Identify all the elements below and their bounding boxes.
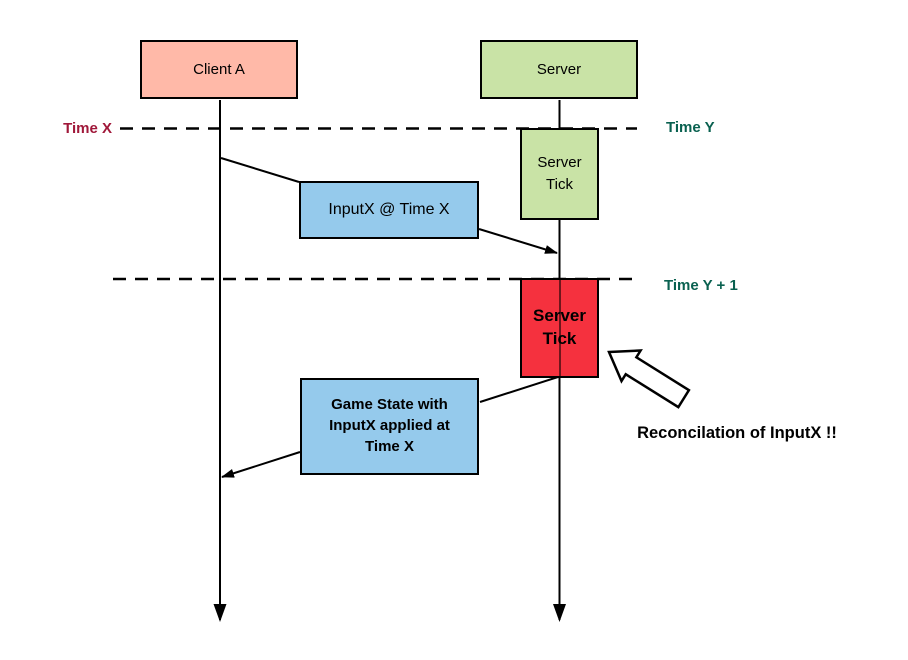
client-to-input-connector	[220, 157, 300, 183]
server-tick-box-time-y: Server Tick	[520, 128, 599, 220]
reconciliation-annotation: Reconcilation of InputX !!	[637, 424, 837, 442]
server-actor-box: Server	[480, 40, 638, 99]
time-y-plus-1-label: Time Y + 1	[664, 277, 738, 294]
servertick-to-gamestate-connector	[479, 376, 559, 403]
server-tick-label: Server Tick	[533, 306, 586, 348]
time-y-label: Time Y	[666, 119, 715, 136]
time-x-label: Time X	[63, 120, 112, 137]
gamestate-to-client-arrow	[221, 451, 301, 478]
game-state-box: Game State with InputX applied at Time X	[300, 378, 479, 475]
input-to-server-arrow	[478, 228, 558, 254]
input-message-box: InputX @ Time X	[299, 181, 479, 239]
reconciliation-block-arrow	[607, 349, 691, 409]
client-actor-box: Client A	[140, 40, 298, 99]
server-tick-box-time-y-plus-1: Server Tick	[520, 278, 599, 378]
lifeline-through-tick	[558, 280, 561, 376]
